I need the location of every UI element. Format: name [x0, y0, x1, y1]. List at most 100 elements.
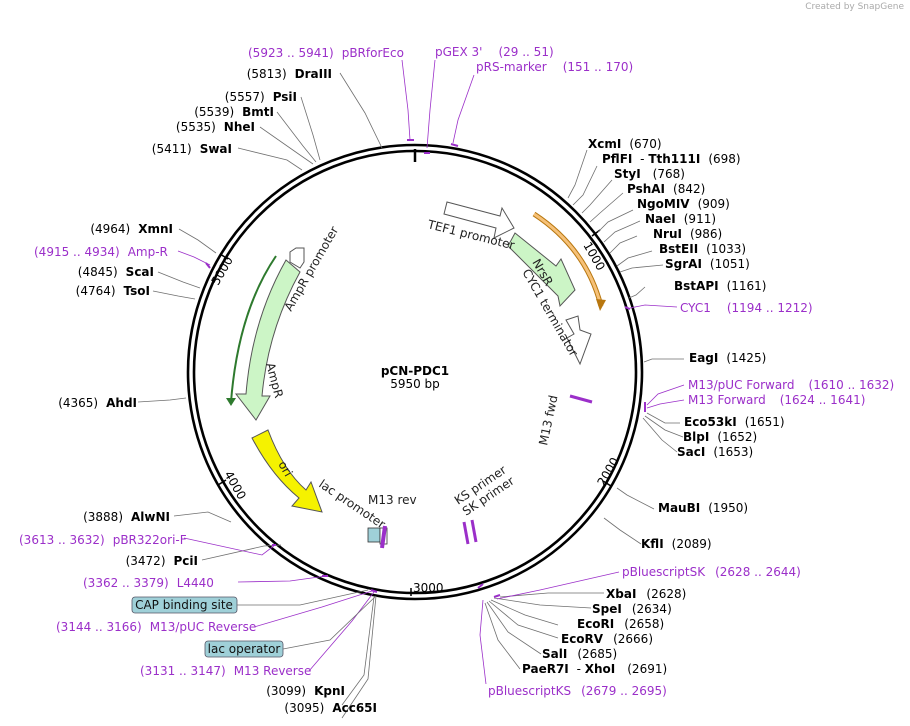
svg-text:NgoMIV(909): NgoMIV(909)	[637, 197, 730, 211]
svg-text:(3613 .. 3632)pBR322ori-F: (3613 .. 3632)pBR322ori-F	[19, 533, 187, 547]
primer-cyc1: CYC1	[680, 301, 711, 315]
primer-m13puc-reverse: M13/pUC Reverse	[150, 620, 257, 634]
primer-m13puc-reverse-range: (3144 .. 3166)	[56, 620, 142, 634]
orf-arc-head	[596, 299, 606, 311]
tef1-promoter-arrow	[443, 201, 515, 239]
svg-text:NaeI(911): NaeI(911)	[645, 212, 716, 226]
site-spei: SpeI	[592, 602, 622, 616]
primer-pbluescriptks: pBluescriptKS	[488, 684, 571, 698]
cap-binding-site-label: CAP binding site	[135, 598, 233, 612]
site-xhoi: XhoI	[585, 662, 616, 676]
svg-text:pBluescriptKS(2679 .. 2695): pBluescriptKS (2679 .. 2695)	[488, 684, 667, 698]
primer-ampr-range: (4915 .. 4934)	[34, 245, 120, 259]
svg-text:(5557)PsiI: (5557)PsiI	[225, 90, 297, 104]
site-alwni: AlwNI	[131, 510, 170, 524]
svg-text:SacI(1653): SacI(1653)	[677, 445, 753, 459]
svg-text:pRS-marker(151 .. 170): pRS-marker(151 .. 170)	[476, 60, 633, 74]
site-kpni: KpnI	[314, 684, 345, 698]
svg-text:XbaI(2628): XbaI(2628)	[606, 587, 686, 601]
site-pflfi: PflFI	[602, 152, 632, 166]
svg-text:(4764)TsoI: (4764)TsoI	[76, 284, 150, 298]
primer-leaders	[177, 59, 685, 685]
site-ecori: EcoRI	[577, 617, 614, 631]
svg-text:(3144 .. 3166)M13/pUC Reverse: (3144 .. 3166) M13/pUC Reverse	[56, 620, 256, 634]
site-pshai: PshAI	[627, 182, 665, 196]
ampr-promoter-box	[289, 247, 305, 269]
svg-text:PshAI(842): PshAI(842)	[627, 182, 705, 196]
svg-text:(4845)ScaI: (4845)ScaI	[78, 265, 154, 279]
svg-text:BlpI(1652): BlpI(1652)	[683, 430, 757, 444]
svg-text:(4365)AhdI: (4365)AhdI	[58, 396, 137, 410]
site-bstapi: BstAPI	[674, 279, 719, 293]
site-saci: SacI	[677, 445, 705, 459]
svg-text:MauBI(1950): MauBI(1950)	[658, 501, 748, 515]
site-styi: StyI	[614, 167, 641, 181]
svg-text:(5923 .. 5941)pBRforEco: (5923 .. 5941)pBRforEco	[248, 46, 404, 60]
svg-text:pGEX 3'(29 .. 51): pGEX 3' (29 .. 51)	[435, 45, 554, 59]
ks-primer-mark	[462, 521, 470, 545]
site-eco53ki: Eco53kI	[684, 415, 737, 429]
m13fwd-primer-mark	[569, 394, 593, 404]
primer-m13-forward: M13 Forward	[688, 393, 766, 407]
primer-cyc1-range: (1194 .. 1212)	[727, 301, 813, 315]
site-xbai: XbaI	[606, 587, 636, 601]
plasmid-name: pCN-PDC1	[381, 364, 449, 378]
svg-text:PflFI - Tth111I(698): PflFI - Tth111I(698)	[602, 152, 741, 166]
site-naei: NaeI	[645, 212, 676, 226]
site-nhei: NheI	[224, 120, 255, 134]
primer-pbluescriptks-range: (2679 .. 2695)	[581, 684, 667, 698]
primer-prs-marker-range: (151 .. 170)	[563, 60, 633, 74]
primer-pbrforeco: pBRforEco	[342, 46, 404, 60]
primer-pgex3-range: (29 .. 51)	[498, 45, 553, 59]
cap-leader	[237, 589, 369, 606]
site-leaders	[137, 72, 684, 719]
site-bmti: BmtI	[242, 105, 274, 119]
site-maubi: MauBI	[658, 501, 700, 515]
svg-text:(3131 .. 3147)M13 Reverse: (3131 .. 3147)M13 Reverse	[140, 664, 311, 678]
primer-m13-forward-range: (1624 .. 1641)	[780, 393, 866, 407]
tick-3000: 3000	[413, 581, 444, 595]
site-kfli: KflI	[641, 537, 664, 551]
svg-text:CYC1(1194 .. 1212): CYC1 (1194 .. 1212)	[680, 301, 813, 315]
tick-marks	[217, 229, 612, 596]
site-xcmi: XcmI	[588, 137, 621, 151]
svg-text:(3362 .. 3379)L4440: (3362 .. 3379)L4440	[83, 576, 214, 590]
svg-text:BstEII(1033): BstEII(1033)	[659, 242, 746, 256]
site-xmni: XmnI	[138, 222, 173, 236]
site-acc65i: Acc65I	[332, 701, 377, 715]
svg-text:StyI(768): StyI(768)	[614, 167, 685, 181]
svg-text:EagI(1425): EagI(1425)	[689, 351, 766, 365]
site-labels-right: XcmI(670) PflFI - Tth111I(698) StyI(768)…	[522, 137, 785, 676]
site-sali: SalI	[542, 647, 567, 661]
site-labels-left: (5813)DraIII (5557)PsiI (5539)BmtI (5535…	[58, 67, 377, 715]
snapgene-credit: Created by SnapGene	[805, 2, 904, 12]
svg-text:Eco53kI(1651): Eco53kI(1651)	[684, 415, 785, 429]
svg-text:(5813)DraIII: (5813)DraIII	[247, 67, 332, 81]
svg-text:(4915 .. 4934)Amp-R: (4915 .. 4934)Amp-R	[34, 245, 168, 259]
site-paer7i: PaeR7I	[522, 662, 569, 676]
site-bsteii: BstEII	[659, 242, 698, 256]
site-psii: PsiI	[273, 90, 297, 104]
svg-text:SalI(2685): SalI(2685)	[542, 647, 617, 661]
site-pcii: PciI	[174, 554, 199, 568]
sk-primer-mark	[470, 519, 478, 543]
m13rev-label: M13 rev	[368, 493, 417, 507]
svg-text:EcoRI(2658): EcoRI(2658)	[577, 617, 664, 631]
primer-m13-reverse: M13 Reverse	[234, 664, 312, 678]
ori-arrow	[251, 429, 323, 513]
primer-pgex3: pGEX 3'	[435, 45, 482, 59]
site-ahdi: AhdI	[106, 396, 137, 410]
svg-text:pBluescriptSK(2628 .. 2644): pBluescriptSK (2628 .. 2644)	[622, 565, 801, 579]
svg-text:(3095)Acc65I: (3095)Acc65I	[284, 701, 377, 715]
primer-pbluescriptsk: pBluescriptSK	[622, 565, 706, 579]
m13rev-primer-mark	[380, 525, 387, 549]
primer-m13puc-forward: M13/pUC Forward	[688, 378, 795, 392]
backbone-outer	[186, 143, 644, 601]
primer-pbluescriptsk-range: (2628 .. 2644)	[715, 565, 801, 579]
ori-label: ori	[275, 459, 295, 480]
lac-operator-label: lac operator	[208, 642, 281, 656]
primer-labels: (5923 .. 5941)pBRforEco pGEX 3' (29 .. 51…	[19, 45, 894, 698]
svg-text:EcoRV(2666): EcoRV(2666)	[561, 632, 653, 646]
